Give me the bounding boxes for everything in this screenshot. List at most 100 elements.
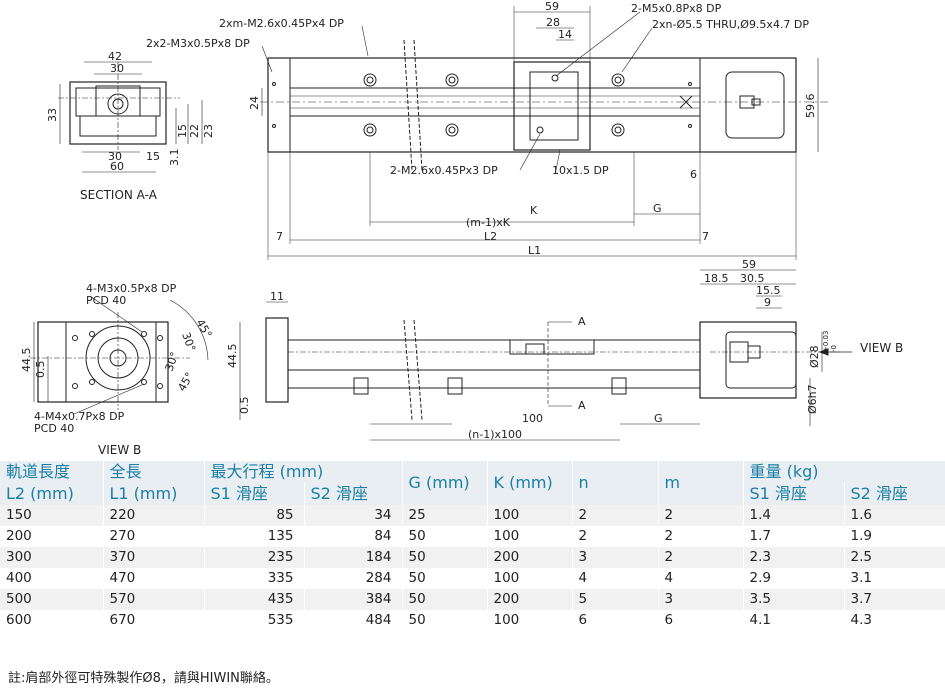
dim-L2: L2: [484, 230, 497, 243]
dim-m1K: (m-1)xK: [466, 216, 511, 229]
header-stroke: 最大行程 (mm): [204, 461, 403, 483]
vb-dim-44-5: 44.5: [20, 348, 33, 373]
cell-n: 2: [572, 526, 659, 547]
cell-n: 2: [572, 505, 659, 526]
table-row: 150 220 85 34 25 100 2 2 1.4 1.6: [0, 505, 945, 526]
cell-n: 5: [572, 589, 659, 610]
cell-n: 3: [572, 547, 659, 568]
side-dim-0-5: 0.5: [238, 397, 251, 415]
view-b-title: VIEW B: [98, 443, 141, 457]
cell-g: 50: [402, 610, 488, 631]
cell-l1: 370: [103, 547, 205, 568]
sec-dim-33: 33: [46, 108, 59, 122]
header-g: G (mm): [402, 461, 488, 505]
vb-bot-hole: 4-M4x0.7Px8 DP: [34, 410, 125, 423]
cell-g: 50: [402, 589, 488, 610]
callout-m26-dp4: 2xm-M2.6x0.45Px4 DP: [219, 17, 344, 30]
vb-angle-45-bot: 45°: [175, 370, 196, 393]
cell-m: 6: [658, 610, 744, 631]
vb-angle-45-top: 45°: [193, 317, 214, 340]
cell-weight-s2: 1.9: [844, 526, 945, 547]
side-dim-59: 59: [742, 258, 756, 271]
callout-thru-holes: 2xn-Ø5.5 THRU,Ø9.5x4.7 DP: [652, 18, 809, 31]
vb-top-hole: 4-M3x0.5Px8 DP: [86, 282, 177, 295]
technical-drawing: 42 30 33 15 22 23 30 15 60 3.1 SECTION A…: [20, 0, 903, 457]
view-b: 4-M3x0.5Px8 DP PCD 40 4-M4x0.7Px8 DP PCD…: [20, 282, 214, 457]
cell-m: 2: [658, 526, 744, 547]
cell-m: 2: [658, 505, 744, 526]
cell-k: 200: [487, 547, 573, 568]
cell-k: 200: [487, 589, 573, 610]
view-b-arrow-label: VIEW B: [860, 341, 903, 355]
cell-stroke-s1: 85: [204, 505, 305, 526]
cell-weight-s1: 2.9: [743, 568, 845, 589]
cell-weight-s2: 4.3: [844, 610, 945, 631]
dim-6: 6: [690, 168, 697, 181]
footnote: 註:肩部外徑可特殊製作Ø8，請與HIWIN聯絡。: [8, 671, 279, 686]
dim-L1: L1: [528, 244, 541, 257]
cell-stroke-s2: 84: [304, 526, 403, 547]
header-l2-unit: L2 (mm): [6, 484, 74, 503]
side-dim-9: 9: [764, 296, 771, 309]
vb-dim-0-5: 0.5: [34, 361, 47, 379]
cell-weight-s1: 2.3: [743, 547, 845, 568]
cell-stroke-s2: 34: [304, 505, 403, 526]
table-row: 600 670 535 484 50 100 6 6 4.1 4.3: [0, 610, 945, 631]
vb-angle-30-bot: 30°: [163, 350, 182, 373]
table-row: 500 570 435 384 50 200 5 3 3.5 3.7: [0, 589, 945, 610]
header-weight-s2: S2 滑座: [844, 483, 945, 505]
cell-stroke-s2: 284: [304, 568, 403, 589]
dim-K: K: [530, 204, 538, 217]
cut-a-bottom: A: [578, 399, 586, 412]
side-dim-n1: (n-1)x100: [468, 428, 522, 441]
sec-dim-3-1: 3.1: [168, 149, 181, 167]
cell-l2: 400: [0, 568, 104, 589]
side-dim-G: G: [654, 412, 663, 425]
cell-g: 50: [402, 526, 488, 547]
header-n: n: [572, 461, 659, 505]
section-a-a-view: 42 30 33 15 22 23 30 15 60 3.1 SECTION A…: [46, 50, 215, 202]
cell-l2: 600: [0, 610, 104, 631]
cell-stroke-s1: 535: [204, 610, 305, 631]
cell-stroke-s2: 484: [304, 610, 403, 631]
side-dim-44-5: 44.5: [226, 344, 239, 369]
cell-l1: 570: [103, 589, 205, 610]
cell-m: 3: [658, 589, 744, 610]
sec-dim-60: 60: [110, 160, 124, 173]
header-stroke-s2: S2 滑座: [304, 483, 403, 505]
vb-top-pcd: PCD 40: [86, 294, 126, 307]
header-weight-s1: S1 滑座: [743, 483, 845, 505]
cell-l2: 150: [0, 505, 104, 526]
callout-m26-dp3: 2-M2.6x0.45Px3 DP: [390, 164, 498, 177]
header-k: K (mm): [487, 461, 573, 505]
cell-weight-s2: 2.5: [844, 547, 945, 568]
section-title: SECTION A-A: [80, 188, 158, 202]
cell-stroke-s1: 135: [204, 526, 305, 547]
header-l1-unit: L1 (mm): [109, 484, 178, 503]
cell-k: 100: [487, 568, 573, 589]
cell-m: 2: [658, 547, 744, 568]
header-stroke-s1: S1 滑座: [204, 483, 305, 505]
cell-l1: 270: [103, 526, 205, 547]
sec-dim-15-bot: 15: [146, 150, 160, 163]
header-l1-zh: 全長: [109, 462, 142, 481]
header-m: m: [658, 461, 744, 505]
side-dim-15-5: 15.5: [756, 284, 781, 297]
cell-weight-s2: 1.6: [844, 505, 945, 526]
top-view: 2xm-M2.6x0.45Px4 DP 2x2-M3x0.5Px8 DP 2-M…: [146, 0, 830, 260]
cell-stroke-s2: 384: [304, 589, 403, 610]
cell-stroke-s1: 435: [204, 589, 305, 610]
cell-n: 6: [572, 610, 659, 631]
callout-m5-dp8: 2-M5x0.8Px8 DP: [631, 2, 722, 15]
cell-stroke-s2: 184: [304, 547, 403, 568]
sec-dim-15: 15: [176, 124, 189, 138]
cell-weight-s1: 1.7: [743, 526, 845, 547]
sec-dim-30-top: 30: [110, 62, 124, 75]
dim-G: G: [653, 202, 662, 215]
side-dim-11: 11: [270, 290, 284, 303]
cell-l1: 220: [103, 505, 205, 526]
side-dim-d28-tol-up: +0.03: [822, 331, 830, 352]
cell-k: 100: [487, 526, 573, 547]
cell-l1: 470: [103, 568, 205, 589]
side-dim-100: 100: [522, 412, 543, 425]
